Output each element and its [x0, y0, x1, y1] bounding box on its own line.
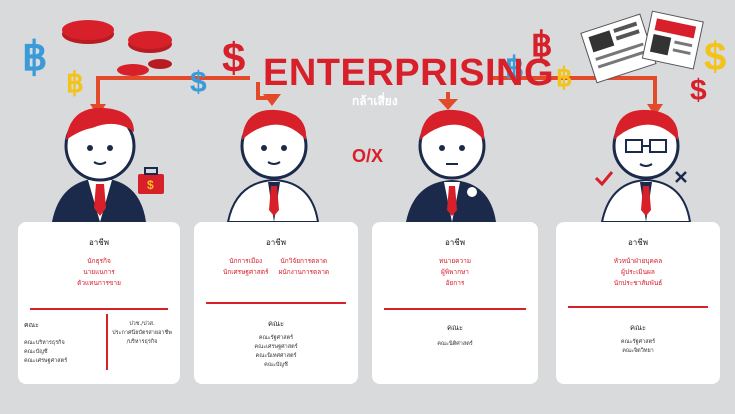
job-item: นักวิจัยการตลาด	[280, 257, 328, 265]
job-item: นักเศรษฐศาสตร์	[222, 268, 269, 276]
faculty-item: คณะรัฐศาสตร์	[258, 335, 294, 341]
ox-symbol: O/X	[352, 146, 384, 166]
arrow-head-3	[438, 99, 458, 110]
page-subtitle: กล้าเสี่ยง	[352, 94, 398, 108]
job-item: อัยการ	[445, 279, 465, 287]
faculty-list: คณะรัฐศาสตร์ คณะจิตวิทยา	[556, 338, 720, 356]
arrow-head-4	[647, 104, 663, 116]
faculty-item: ปวช./ปวส.	[129, 321, 155, 327]
career-card-2: อาชีพ นักการเมือง นักเศรษฐศาสตร์ นักวิจั…	[194, 222, 358, 384]
faculty-item: คณะบัญชี	[24, 349, 48, 355]
job-item: หัวหน้าฝ่ายบุคคล	[613, 257, 663, 265]
faculty-heading: คณะ	[446, 323, 463, 332]
baht-symbol-icon: ฿	[66, 67, 84, 98]
career-card-1: อาชีพ นักธุรกิจ นายแนการ ตัวแทนการขาย คณ…	[18, 222, 180, 384]
faculty-item: ประกาศนียบัตรสายอาชีพ	[112, 330, 172, 336]
baht-symbol-icon: ฿	[556, 62, 573, 92]
baht-symbol-icon: ฿	[531, 26, 553, 64]
job-item: นายแนการ	[83, 268, 115, 276]
vertical-divider	[106, 314, 108, 370]
arrow-head-2	[263, 94, 281, 106]
svg-text:$: $	[147, 178, 154, 192]
faculty-item: คณะเศรษฐศาสตร์	[24, 358, 68, 364]
x-mark-icon	[675, 171, 687, 183]
faculty-heading: คณะ	[267, 319, 284, 328]
job-list: นักธุรกิจ นายแนการ ตัวแทนการขาย	[18, 256, 180, 289]
page-title: ENTERPRISING	[263, 52, 555, 94]
dollar-symbol-icon: $	[690, 74, 707, 107]
divider	[568, 306, 708, 308]
faculty-item: คณะบัญชี	[264, 362, 288, 368]
dollar-symbol-icon: $	[704, 35, 726, 79]
faculty-split: คณะ คณะบริหารธุรกิจ คณะบัญชี คณะเศรษฐศาส…	[18, 314, 180, 374]
card-heading: อาชีพ	[266, 238, 286, 247]
card-heading: อาชีพ	[628, 238, 648, 247]
faculty-item: /บริหารธุรกิจ	[126, 339, 158, 345]
job-item: ผู้พิพากษา	[441, 268, 469, 276]
baht-symbol-icon: ฿	[22, 35, 47, 79]
job-item: นักการเมือง	[229, 257, 263, 265]
job-item: ผู้ประเมินผล	[621, 268, 655, 276]
character-businessman: $	[52, 107, 164, 222]
job-item: นักธุรกิจ	[87, 257, 111, 265]
faculty-heading: คณะ	[24, 321, 39, 329]
faculty-item: คณะบริหารธุรกิจ	[24, 340, 65, 346]
faculty-item: คณะนิเทศศาสตร์	[255, 353, 297, 359]
check-mark-icon	[594, 171, 614, 187]
faculty-item: คณะเศรษฐศาสตร์	[254, 344, 298, 350]
career-card-3: อาชีพ ทนายความ ผู้พิพากษา อัยการ คณะ คณะ…	[372, 222, 538, 384]
job-item: นักประชาสัมพันธ์	[613, 279, 663, 287]
job-item: ทนายความ	[438, 257, 472, 265]
faculty-item: คณะนิติศาสตร์	[437, 341, 473, 347]
career-card-4: อาชีพ หัวหน้าฝ่ายบุคคล ผู้ประเมินผล นักป…	[556, 222, 720, 384]
job-list: หัวหน้าฝ่ายบุคคล ผู้ประเมินผล นักประชาสั…	[556, 256, 720, 289]
character-lawyer	[406, 109, 496, 222]
vocational-column: ปวช./ปวส. ประกาศนียบัตรสายอาชีพ /บริหารธ…	[110, 314, 174, 374]
faculty-item: คณะรัฐศาสตร์	[620, 339, 656, 345]
dollar-symbol-icon: $	[190, 66, 207, 99]
faculty-list: คณะนิติศาสตร์	[372, 340, 538, 349]
coin-stack-icon	[62, 20, 172, 76]
divider	[384, 308, 526, 310]
faculty-column: คณะ คณะบริหารธุรกิจ คณะบัญชี คณะเศรษฐศาส…	[24, 314, 102, 374]
card-heading: อาชีพ	[445, 238, 465, 247]
job-item: ผนักงานการตลาด	[278, 268, 330, 276]
briefcase-icon: $	[138, 167, 164, 194]
divider	[30, 308, 168, 310]
newspaper-icon	[580, 10, 704, 84]
divider	[206, 302, 346, 304]
character-hr-manager	[594, 109, 692, 223]
faculty-item: คณะจิตวิทยา	[622, 348, 654, 354]
faculty-heading: คณะ	[629, 323, 646, 332]
job-item: ตัวแทนการขาย	[77, 279, 121, 287]
card-heading: อาชีพ	[89, 238, 109, 247]
dollar-symbol-icon: $	[222, 34, 245, 81]
faculty-list: คณะรัฐศาสตร์ คณะเศรษฐศาสตร์ คณะนิเทศศาสต…	[194, 334, 358, 370]
character-politician	[226, 109, 320, 223]
baht-symbol-icon: ฿	[505, 52, 524, 85]
job-list: นักการเมือง นักเศรษฐศาสตร์ นักวิจัยการตล…	[194, 256, 358, 278]
job-list: ทนายความ ผู้พิพากษา อัยการ	[372, 256, 538, 289]
